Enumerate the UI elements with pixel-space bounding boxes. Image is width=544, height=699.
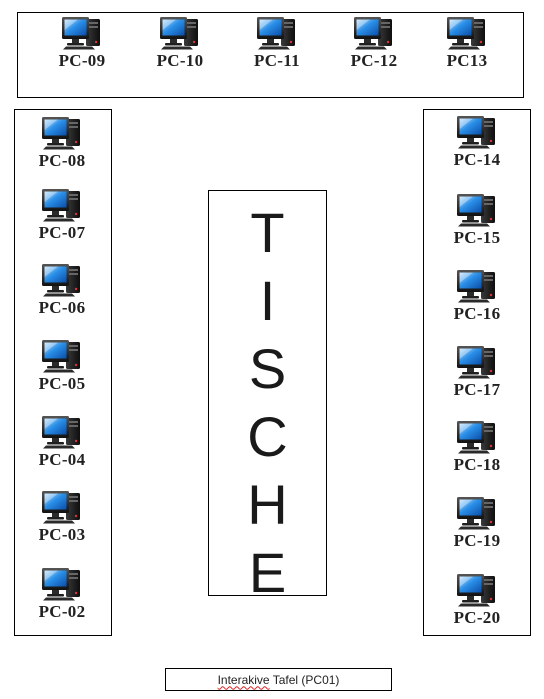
workstation-pc-09[interactable]: PC-09 [47,16,117,70]
workstation-label: PC-02 [38,602,86,621]
workstation-pc-02[interactable]: PC-02 [27,567,97,621]
workstation-label: PC-10 [156,51,204,70]
workstation-pc13[interactable]: PC13 [432,16,502,70]
workstation-pc-04[interactable]: PC-04 [27,415,97,469]
desktop-computer-icon [455,345,499,379]
workstation-label: PC-17 [453,380,501,399]
workstation-label: PC-19 [453,531,501,550]
desktop-computer-icon [40,188,84,222]
desktop-computer-icon [60,16,104,50]
desktop-computer-icon [455,496,499,530]
workstation-pc-19[interactable]: PC-19 [442,496,512,550]
workstation-pc-03[interactable]: PC-03 [27,490,97,544]
desktop-computer-icon [40,567,84,601]
desktop-computer-icon [352,16,396,50]
workstation-label: PC-05 [38,374,86,393]
desktop-computer-icon [455,115,499,149]
tables-letters: T I S C H E [209,199,326,607]
desktop-computer-icon [40,490,84,524]
workstation-pc-12[interactable]: PC-12 [339,16,409,70]
workstation-label: PC-03 [38,525,86,544]
workstation-label: PC-06 [38,298,86,317]
tables-letter: C [247,405,288,468]
workstation-pc-15[interactable]: PC-15 [442,193,512,247]
workstation-pc-07[interactable]: PC-07 [27,188,97,242]
workstation-pc-20[interactable]: PC-20 [442,573,512,627]
workstation-pc-11[interactable]: PC-11 [242,16,312,70]
center-tables: T I S C H E [208,190,327,604]
board-label-word: Interakive [217,672,270,687]
tables-letter: S [248,337,287,400]
desktop-computer-icon [445,16,489,50]
workstation-pc-14[interactable]: PC-14 [442,115,512,169]
workstation-pc-17[interactable]: PC-17 [442,345,512,399]
workstation-label: PC-15 [453,228,501,247]
board-label-rest: Tafel (PC01) [269,672,340,687]
workstation-label: PC-12 [350,51,398,70]
workstation-pc-08[interactable]: PC-08 [27,116,97,170]
workstation-pc-10[interactable]: PC-10 [145,16,215,70]
desktop-computer-icon [455,573,499,607]
workstation-label: PC-07 [38,223,86,242]
desktop-computer-icon [455,420,499,454]
tables-letter: I [259,269,276,332]
desktop-computer-icon [455,269,499,303]
workstation-label: PC-20 [453,608,501,627]
desktop-computer-icon [40,263,84,297]
workstation-label: PC-14 [453,150,501,169]
workstation-label: PC-08 [38,151,86,170]
desktop-computer-icon [40,415,84,449]
workstation-pc-16[interactable]: PC-16 [442,269,512,323]
workstation-pc-06[interactable]: PC-06 [27,263,97,317]
workstation-label: PC-11 [254,51,300,70]
workstation-label: PC-04 [38,450,86,469]
tables-letter: E [248,541,287,604]
workstation-label: PC-09 [58,51,106,70]
workstation-label: PC-18 [453,455,501,474]
desktop-computer-icon [40,116,84,150]
desktop-computer-icon [455,193,499,227]
desktop-computer-icon [40,339,84,373]
tables-letter: T [250,201,285,264]
workstation-pc-05[interactable]: PC-05 [27,339,97,393]
workstation-label: PC-16 [453,304,501,323]
tables-letter: H [247,473,288,536]
workstation-pc-18[interactable]: PC-18 [442,420,512,474]
desktop-computer-icon [255,16,299,50]
interactive-whiteboard[interactable]: Interakive Tafel (PC01) [165,668,392,691]
workstation-label: PC13 [446,51,488,70]
desktop-computer-icon [158,16,202,50]
board-label: Interakive Tafel (PC01) [166,669,391,690]
